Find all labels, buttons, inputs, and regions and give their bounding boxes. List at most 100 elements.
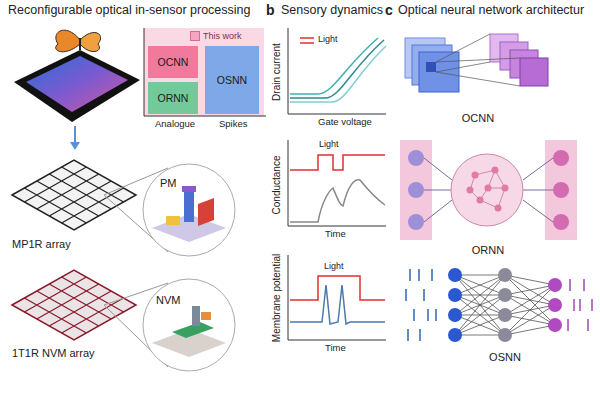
zoom-circle: PM bbox=[142, 163, 236, 257]
arrow-head bbox=[70, 142, 80, 150]
hidden-neurons bbox=[498, 268, 512, 342]
node-label: OSNN bbox=[217, 74, 247, 86]
butterfly bbox=[56, 30, 101, 52]
neuron bbox=[498, 308, 512, 322]
light-pulse bbox=[290, 276, 385, 300]
zoom-circle bbox=[143, 279, 235, 371]
plot-axes bbox=[288, 28, 386, 114]
wing bbox=[80, 32, 101, 51]
node-dot bbox=[472, 172, 479, 179]
grid-frame bbox=[12, 270, 136, 340]
block bbox=[166, 216, 180, 225]
reservoir-nodes bbox=[467, 167, 509, 212]
zoom-circle bbox=[143, 164, 235, 256]
panel-heading: Reconfigurable optical in-sensor process… bbox=[8, 3, 251, 17]
legend-text: This work bbox=[203, 31, 242, 41]
neuron bbox=[498, 328, 512, 342]
panel-letter: c bbox=[385, 2, 393, 18]
zoom-circle: NVM bbox=[142, 278, 236, 372]
spike-trace bbox=[290, 285, 385, 324]
sensor-surface bbox=[26, 56, 128, 112]
axis-label: Membrane potential bbox=[271, 254, 283, 342]
projection-lines bbox=[436, 34, 520, 86]
node-label: ORNN bbox=[158, 92, 189, 104]
axis-label: Gate voltage bbox=[318, 117, 372, 128]
this-work-region bbox=[144, 28, 264, 116]
kernel bbox=[426, 62, 436, 72]
chart-axes bbox=[144, 28, 266, 116]
input-neurons bbox=[408, 150, 424, 230]
synapses bbox=[455, 275, 555, 335]
axis-label: Time bbox=[325, 343, 346, 354]
grid-lines bbox=[12, 160, 136, 230]
sensor-chip bbox=[14, 50, 140, 122]
reservoir bbox=[451, 154, 523, 226]
panel-heading: Sensory dynamics bbox=[281, 3, 383, 17]
process-box: OSNN bbox=[205, 46, 259, 114]
axis-label: Spikes bbox=[219, 119, 248, 130]
process-box: OCNN bbox=[148, 46, 198, 78]
neuron bbox=[408, 182, 424, 198]
signal-label: Light bbox=[324, 261, 344, 271]
legend-item: This work bbox=[190, 31, 242, 41]
legend-label: Light bbox=[318, 34, 338, 44]
circle-outline bbox=[142, 163, 236, 257]
transfer-curve bbox=[290, 46, 386, 102]
network-label: OSNN bbox=[489, 351, 521, 364]
node-label: NVM bbox=[156, 294, 180, 307]
wing bbox=[56, 30, 80, 52]
circle-border bbox=[143, 279, 235, 371]
neuron bbox=[448, 328, 462, 342]
grid-frame bbox=[12, 160, 136, 230]
grid-lines bbox=[12, 270, 136, 340]
body bbox=[79, 38, 81, 50]
neuron bbox=[553, 150, 569, 166]
network-label: OCNN bbox=[462, 112, 494, 125]
output-neurons bbox=[548, 278, 562, 332]
neuron bbox=[408, 150, 424, 166]
panel-letter: b bbox=[266, 2, 275, 18]
reservoir-links bbox=[470, 170, 505, 208]
neuron bbox=[448, 288, 462, 302]
neuron bbox=[553, 214, 569, 230]
pillar bbox=[192, 306, 200, 326]
axis-label: Time bbox=[325, 229, 346, 240]
axis-label: Analogue bbox=[155, 119, 195, 130]
down-arrow bbox=[74, 126, 76, 143]
neuron bbox=[498, 288, 512, 302]
transfer-curve bbox=[290, 38, 378, 94]
signal-label: Light bbox=[319, 139, 339, 149]
node-label: PM bbox=[160, 177, 177, 190]
node-dot bbox=[467, 187, 474, 194]
block bbox=[198, 198, 214, 226]
plot-axes bbox=[288, 140, 386, 226]
input-neurons bbox=[448, 268, 462, 342]
node-dot bbox=[492, 167, 499, 174]
legend-line bbox=[300, 42, 314, 44]
network-label: ORNN bbox=[472, 244, 504, 257]
axis-label: Conductance bbox=[271, 156, 283, 215]
output-spikes bbox=[568, 279, 592, 331]
panel-heading: Optical neural network architectur bbox=[398, 3, 584, 17]
neuron bbox=[548, 278, 562, 292]
node-dot bbox=[477, 197, 484, 204]
legend-line bbox=[300, 37, 314, 39]
pillar bbox=[184, 190, 194, 222]
neuron bbox=[408, 214, 424, 230]
node-dot bbox=[502, 185, 509, 192]
transfer-curve bbox=[290, 40, 384, 98]
neuron bbox=[548, 298, 562, 312]
node-label: OCNN bbox=[158, 56, 189, 68]
plot-axes bbox=[288, 255, 386, 340]
light-pulse bbox=[290, 155, 385, 170]
feature-map bbox=[520, 58, 548, 86]
input-spikes bbox=[406, 269, 436, 341]
circle-outline bbox=[142, 278, 236, 372]
neuron bbox=[548, 318, 562, 332]
contact bbox=[182, 186, 196, 192]
neuron bbox=[448, 308, 462, 322]
output-neurons bbox=[553, 150, 569, 230]
circle-border bbox=[143, 164, 235, 256]
